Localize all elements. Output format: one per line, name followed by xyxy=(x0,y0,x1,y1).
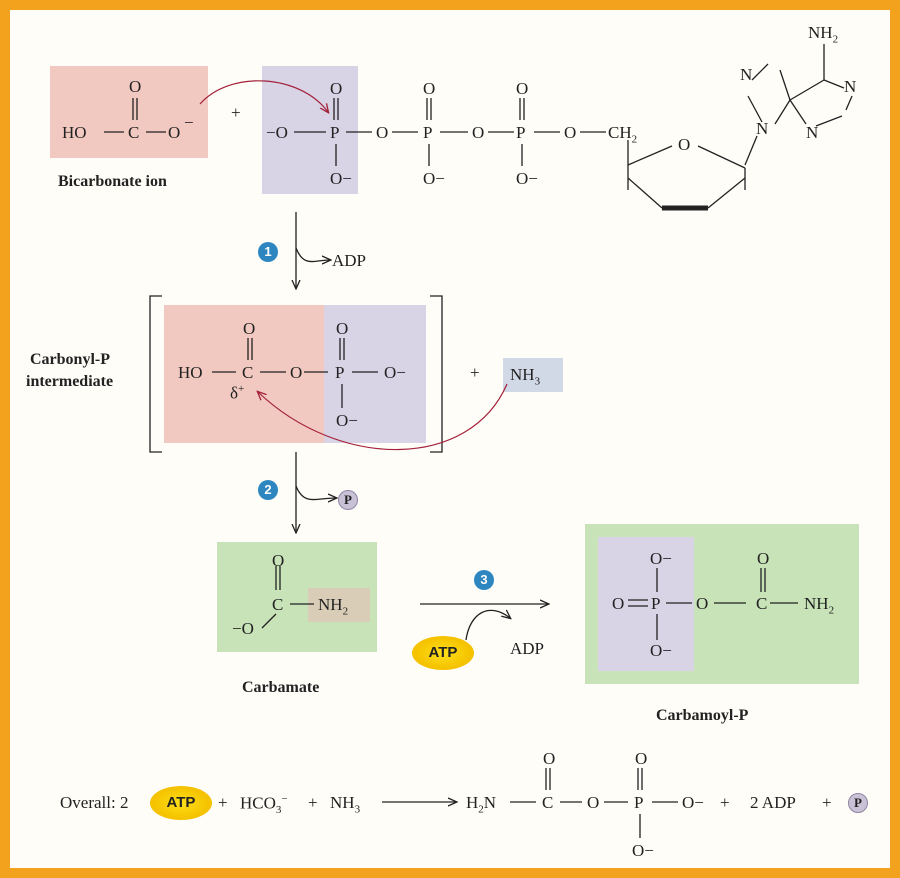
overall-adp: 2 ADP xyxy=(750,793,796,812)
int-c: C xyxy=(242,363,254,382)
atp-ch2: CH2 xyxy=(608,123,638,146)
overall-phosphate-circle-icon: P xyxy=(848,793,868,813)
bicarb-o: O xyxy=(168,123,181,142)
overall-o-minus-bottom: O− xyxy=(632,841,654,860)
step-1-adp: ADP xyxy=(332,251,367,270)
step-3-adp: ADP xyxy=(510,639,545,658)
step-2-badge: 2 xyxy=(258,480,278,500)
overall-h2n: H2N xyxy=(466,793,497,816)
atp-o-minus-left: −O xyxy=(266,123,288,142)
cp-c: C xyxy=(756,594,768,613)
overall-bridge-o: O xyxy=(587,793,600,812)
overall-o-top-c: O xyxy=(543,749,556,768)
nh3-box xyxy=(503,358,563,392)
atp-bridge-o-2: O xyxy=(472,123,485,142)
step-1-badge: 1 xyxy=(258,242,278,262)
overall-o-minus-right: O− xyxy=(682,793,704,812)
overall-plus-2: + xyxy=(308,793,318,812)
overall-nh3: NH3 xyxy=(330,793,361,816)
carbonyl-phosphate-box xyxy=(324,305,426,443)
carbamate-o-top: O xyxy=(272,551,285,570)
adenine-n3: N xyxy=(806,123,819,142)
overall-plus-3: + xyxy=(720,793,730,812)
atp-o-top-2: O xyxy=(423,79,436,98)
carbamoyl-phosphate-box xyxy=(598,537,694,671)
ammonia: NH3 xyxy=(510,365,541,388)
int-delta-plus: δ+ xyxy=(230,383,245,403)
adenine-n9: N xyxy=(756,119,769,138)
cp-o-left: O xyxy=(612,594,625,613)
atp-bridge-o-1: O xyxy=(376,123,389,142)
carbamate-c: C xyxy=(272,595,284,614)
atp-o-bottom-1: O− xyxy=(330,169,352,188)
atp-o-top-1: O xyxy=(330,79,343,98)
overall-o-top-p: O xyxy=(635,749,648,768)
carbonyl-p-label-2: intermediate xyxy=(26,373,114,390)
atp-p-beta: P xyxy=(423,123,433,142)
atp-p-alpha: P xyxy=(330,123,340,142)
plus-sign: + xyxy=(231,103,241,122)
overall-hco3: HCO3− xyxy=(240,793,288,817)
overall-plus-4: + xyxy=(822,793,832,812)
bicarb-o-top: O xyxy=(129,77,142,96)
carbonyl-p-label-1: Carbonyl-P xyxy=(30,351,110,368)
adenine-n7: N xyxy=(740,65,753,84)
bicarb-c: C xyxy=(128,123,140,142)
plus-sign-2: + xyxy=(470,363,480,382)
atp-phosphate-box xyxy=(262,66,358,194)
carbonyl-box xyxy=(164,305,324,443)
carbamate-nh2: NH2 xyxy=(318,595,349,618)
ribose-o: O xyxy=(678,135,691,154)
cp-nh2: NH2 xyxy=(804,594,835,617)
int-o-minus-bottom: O− xyxy=(336,411,358,430)
int-o-top-p: O xyxy=(336,319,349,338)
cp-o-minus-top: O− xyxy=(650,549,672,568)
cp-p: P xyxy=(651,594,661,613)
bicarbonate-box xyxy=(50,66,208,158)
overall-c: C xyxy=(542,793,554,812)
overall-plus-1: + xyxy=(218,793,228,812)
cp-o-top-c: O xyxy=(757,549,770,568)
int-p: P xyxy=(335,363,345,382)
atp-ellipse-step3: ATP xyxy=(412,636,474,670)
int-o-top-c: O xyxy=(243,319,256,338)
int-bridge-o: O xyxy=(290,363,303,382)
atp-o-bottom-2: O− xyxy=(423,169,445,188)
int-ho: HO xyxy=(178,363,203,382)
atp-o-top-3: O xyxy=(516,79,529,98)
int-o-minus-right: O− xyxy=(384,363,406,382)
bicarb-minus: − xyxy=(184,113,194,132)
atp-bridge-o-3: O xyxy=(564,123,577,142)
carbamate-o-minus: −O xyxy=(232,619,254,638)
overall-p: P xyxy=(634,793,644,812)
carbamate-label: Carbamate xyxy=(242,679,320,696)
carbamoyl-p-label: Carbamoyl-P xyxy=(656,707,749,724)
bicarb-ho: HO xyxy=(62,123,87,142)
carbamate-amine-highlight xyxy=(308,588,370,622)
cp-bridge-o: O xyxy=(696,594,709,613)
adenine-n1: N xyxy=(844,77,857,96)
bicarbonate-label: Bicarbonate ion xyxy=(58,173,167,190)
step-3-badge: 3 xyxy=(474,570,494,590)
atp-ellipse-overall: ATP xyxy=(150,786,212,820)
cp-o-minus-bottom: O− xyxy=(650,641,672,660)
atp-p-gamma: P xyxy=(516,123,526,142)
atp-o-bottom-3: O− xyxy=(516,169,538,188)
adenine-nh2: NH2 xyxy=(808,23,839,46)
overall-prefix: Overall: 2 xyxy=(60,793,129,812)
phosphate-circle-icon: P xyxy=(338,490,358,510)
